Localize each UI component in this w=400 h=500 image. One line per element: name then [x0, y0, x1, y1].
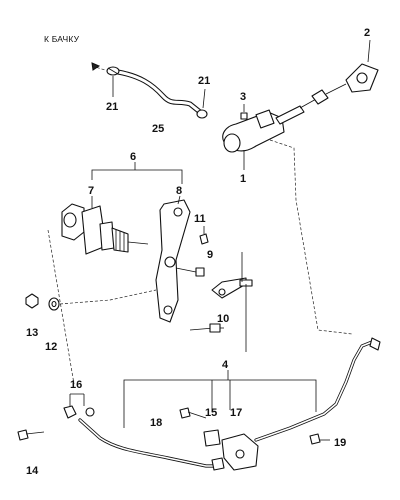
slave-group-bracket — [91, 162, 183, 184]
washer-12 — [48, 297, 60, 311]
holder-17 — [211, 433, 259, 471]
callout-8: 8 — [176, 185, 182, 197]
callout-9: 9 — [207, 249, 213, 261]
hose-clamp-upper — [106, 66, 120, 97]
bracket-15 — [203, 429, 221, 447]
nut-13 — [25, 293, 39, 309]
gasket-plate — [345, 39, 379, 93]
callout-19: 19 — [334, 437, 346, 449]
bolt-11 — [199, 226, 209, 245]
callout-10: 10 — [217, 313, 229, 325]
callout-25: 25 — [152, 123, 164, 135]
bolt-3 — [240, 104, 248, 120]
callout-18: 18 — [150, 417, 162, 429]
bolt-9 — [175, 267, 205, 277]
slave-cylinder — [61, 196, 149, 255]
bolt-19 — [309, 433, 330, 445]
callout-1: 1 — [240, 173, 246, 185]
clutch-pipe — [78, 337, 381, 468]
callout-13: 13 — [26, 327, 38, 339]
release-lever — [155, 195, 191, 323]
reservoir-caption: К БАЧКУ — [44, 34, 80, 44]
support-bracket — [211, 252, 253, 352]
callout-7: 7 — [88, 185, 94, 197]
callout-21-lower: 21 — [198, 75, 210, 87]
callout-2: 2 — [364, 27, 370, 39]
master-cylinder — [222, 83, 347, 170]
pipe-clip-16 — [63, 393, 95, 419]
callout-16: 16 — [70, 379, 82, 391]
bolt-18 — [179, 407, 207, 419]
bolt-14 — [17, 429, 45, 441]
hose-clamp-lower — [196, 88, 208, 119]
reservoir-hose — [91, 62, 203, 115]
callout-3: 3 — [240, 91, 246, 103]
slave-leader — [47, 229, 75, 385]
callout-21-upper: 21 — [106, 101, 118, 113]
callout-15: 15 — [205, 407, 217, 419]
callout-4: 4 — [222, 359, 229, 371]
callout-11: 11 — [194, 213, 206, 225]
callout-17: 17 — [230, 407, 242, 419]
assembly-leader-right — [269, 139, 353, 335]
pipe-group-bracket — [123, 370, 317, 428]
callout-14: 14 — [26, 465, 39, 477]
callout-6: 6 — [130, 151, 136, 163]
lever-leader — [59, 289, 157, 305]
bolt-10 — [189, 323, 224, 333]
callout-12: 12 — [45, 341, 57, 353]
